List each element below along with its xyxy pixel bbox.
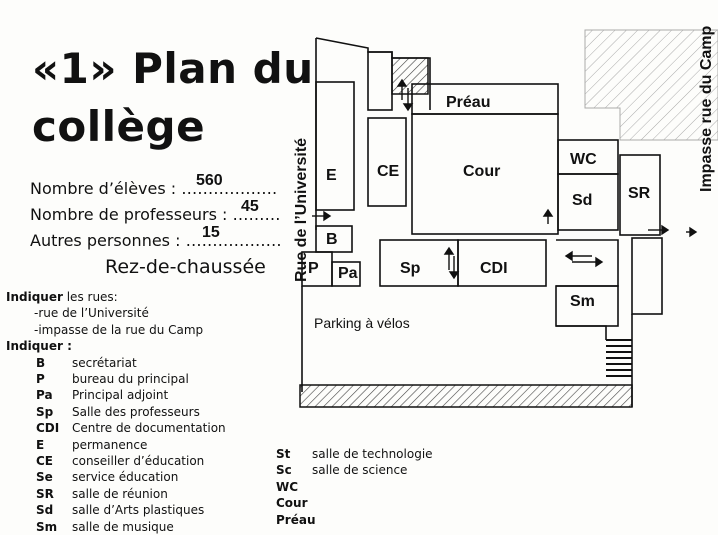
room-preau: Préau — [446, 94, 490, 111]
legend-code: WC — [276, 479, 299, 494]
stairs — [606, 339, 632, 377]
legend-code: Se — [36, 470, 53, 485]
legend-desc: bureau du principal — [72, 372, 189, 387]
floor-title: Rez-de-chaussée — [105, 256, 266, 278]
legend-desc: Principal adjoint — [72, 388, 169, 403]
street-impasse: Impasse rue du Camp — [698, 26, 715, 193]
room-e: E — [326, 167, 337, 184]
legend-row: Pa Principal adjoint — [6, 387, 226, 403]
teachers-value: 45 — [241, 198, 259, 215]
legend-row: CDI Centre de documentation — [6, 420, 226, 436]
legend-row: SR salle de réunion — [6, 486, 226, 502]
room-sm: Sm — [570, 293, 595, 310]
legend-row: Préau — [276, 512, 433, 528]
others-value: 15 — [202, 224, 220, 241]
legend-code: Sp — [36, 404, 54, 419]
room-labels: Préau E CE Cour WC Sd SR B P Pa Sp CDI S… — [308, 94, 651, 331]
parking-label: Parking à vélos — [314, 315, 410, 331]
room-sr: SR — [628, 185, 651, 202]
legend-desc: Centre de documentation — [72, 421, 226, 436]
indiquer-bold: Indiquer — [6, 290, 63, 304]
legend-code: Sd — [36, 503, 54, 518]
teachers-label: Nombre de professeurs : ……… — [30, 205, 281, 224]
room-wc: WC — [570, 151, 597, 168]
legend-code: Préau — [276, 512, 316, 527]
room-cour: Cour — [463, 163, 500, 180]
adjacent-buildings — [299, 29, 718, 408]
legend-code: SR — [36, 486, 54, 501]
legend-desc: salle de technologie — [312, 447, 433, 461]
indiquer-rest: les rues: — [62, 290, 118, 304]
legend-desc: permanence — [72, 437, 148, 452]
legend-desc: Salle des professeurs — [72, 404, 200, 419]
room-sd: Sd — [572, 192, 592, 209]
legend-desc: conseiller d’éducation — [72, 454, 205, 469]
legend-code: Sc — [276, 463, 292, 478]
legend-row: Se service éducation — [6, 469, 226, 485]
room-pa: Pa — [338, 265, 358, 282]
legend-row: WC — [276, 479, 433, 495]
legend-desc: service éducation — [72, 470, 179, 485]
street-item: -rue de l’Université — [34, 306, 149, 321]
legend-desc: salle d’Arts plastiques — [72, 503, 205, 518]
street-universite: Rue de l’Université — [293, 138, 310, 282]
legend-code: Cour — [276, 496, 308, 511]
room-sp: Sp — [400, 260, 421, 277]
legend-code: P — [36, 372, 45, 387]
room-ce: CE — [377, 163, 400, 180]
counts-block: Nombre d’élèves : ……………… 560 Nombre de p… — [30, 172, 282, 254]
legend-row: CE conseiller d’éducation — [6, 453, 226, 469]
legend-code: Pa — [36, 388, 53, 403]
legend-code: CE — [36, 454, 54, 469]
legend-row: St salle de technologie — [276, 446, 433, 462]
room-b: B — [326, 231, 338, 248]
students-row: Nombre d’élèves : ……………… 560 — [30, 172, 282, 202]
walls — [301, 37, 663, 407]
others-row: Autres personnes : ……………… 15 — [30, 224, 282, 254]
teachers-row: Nombre de professeurs : ……… 45 — [30, 198, 282, 228]
title-line-2: collège — [32, 102, 206, 151]
legend-desc: secrétariat — [72, 355, 137, 370]
others-label: Autres personnes : ……………… — [30, 231, 282, 250]
room-p: P — [308, 260, 319, 277]
legend-row: Sp Salle des professeurs — [6, 404, 226, 420]
legend-code: CDI — [36, 421, 60, 436]
page-title: «1» Plan du collège — [32, 40, 314, 156]
legend-row: Cour — [276, 495, 433, 511]
legend-code: B — [36, 355, 46, 370]
indiquer-rues: Indiquer les rues: — [6, 289, 226, 305]
students-label: Nombre d’élèves : ……………… — [30, 179, 278, 198]
legend-row: Sc salle de science — [276, 462, 433, 478]
students-value: 560 — [196, 172, 223, 189]
indiquer-label: Indiquer : — [6, 339, 72, 354]
room-cdi: CDI — [480, 260, 508, 277]
legend-desc: salle de réunion — [72, 486, 168, 501]
street-item: -impasse de la rue du Camp — [34, 322, 204, 337]
title-line-1: «1» Plan du — [32, 44, 314, 93]
legend-row: Sd salle d’Arts plastiques — [6, 502, 226, 518]
legend-desc: salle de science — [312, 463, 408, 478]
legend-code: E — [36, 437, 45, 452]
legend-code: St — [276, 447, 291, 461]
legend-left: Indiquer les rues: -rue de l’Université … — [6, 289, 226, 535]
arrows — [312, 78, 698, 280]
